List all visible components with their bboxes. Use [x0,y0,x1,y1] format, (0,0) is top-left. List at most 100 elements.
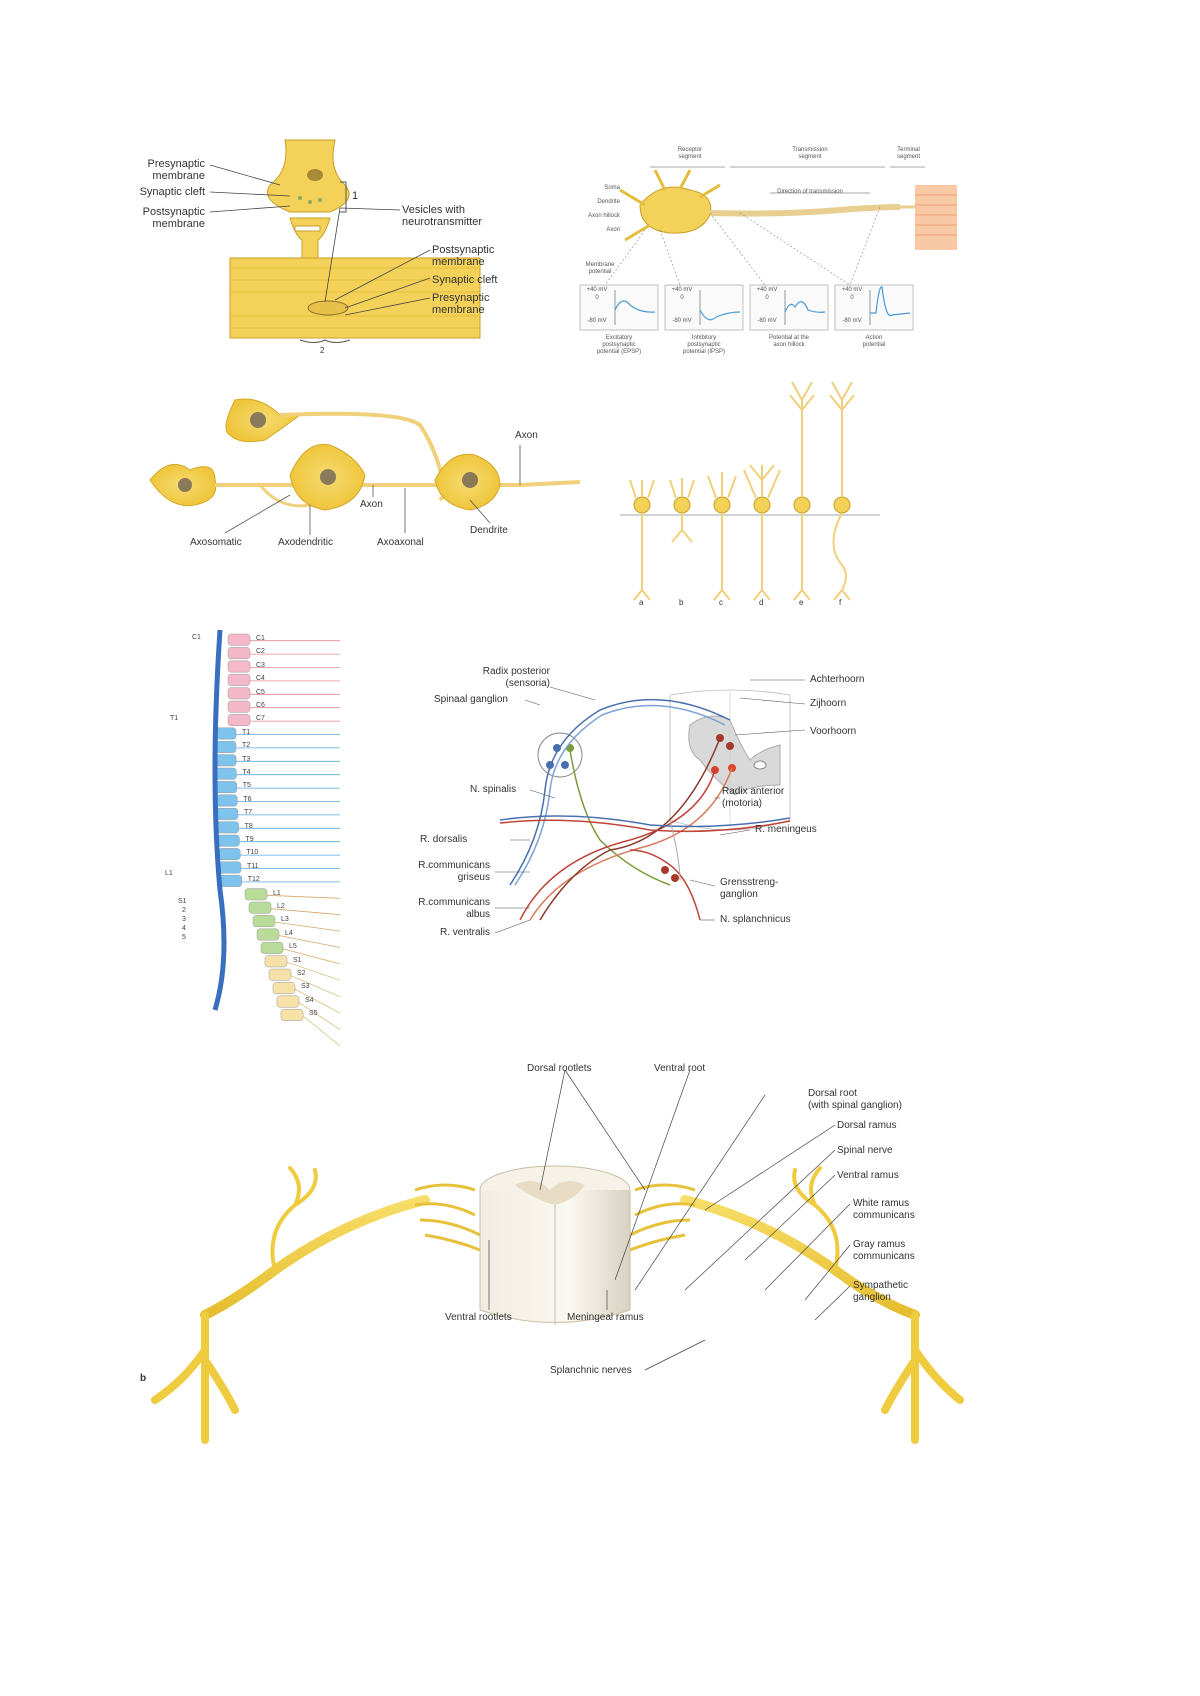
plot-1-zero: 0 [595,295,599,301]
vertebra-c4 [227,673,251,686]
label-dorsal-root: Dorsal root (with spinal ganglion) [808,1088,902,1111]
vertebra-l2 [248,901,272,914]
spinal-cord-line [212,629,227,1011]
segment-terminal: Terminal segment [896,147,920,160]
cross-section-illustration [494,679,806,934]
part-axon-hillock: Axon hillock [587,213,620,219]
nerve-line-l1 [266,894,341,899]
plot-3-top: +40 mV [756,287,778,293]
label-axoaxonal: Axoaxonal [377,537,424,548]
vertebra-c1 [227,633,251,646]
label-r-ventralis: R. ventralis [439,927,490,938]
letter-d: d [759,598,764,607]
segment-transmission: Transmission segment [792,147,828,160]
nerve-line-s1 [286,961,341,981]
label-synaptic-cleft-top: Synaptic cleft [139,186,205,198]
label-spinaal-ganglion: Spinaal ganglion [434,694,508,705]
cross-section-panel: Radix posterior (sensoria) Spinaal gangl… [418,666,970,1000]
spine-level-s4: S4 [305,996,314,1004]
spine-level-l4: L4 [285,929,293,937]
spine-left-t1: T1 [170,715,179,722]
part-soma: Soma [604,185,620,191]
spine-level-t12: T12 [247,876,260,884]
vertebra-l4 [256,928,280,941]
spine-level-s1: S1 [293,956,302,964]
spine-level-t6: T6 [243,795,252,803]
plot-2-caption: Inhibitory postsynaptic potential (IPSP) [682,335,726,355]
vertebra-t11 [218,861,242,874]
label-n-splanchnicus: N. splanchnicus [720,914,791,925]
nerve-line-l3 [274,921,341,932]
plot-4-bottom: -80 mV [842,318,862,324]
label-axosomatic: Axosomatic [190,537,242,548]
vertebra-t12 [219,874,243,887]
label-splanchnic-nerves: Splanchnic nerves [550,1365,632,1376]
letter-c: c [719,598,723,607]
nerve-line-s2 [290,975,341,998]
plot-3-bottom: -80 mV [757,318,777,324]
vertebra-s3 [272,982,296,995]
spine-level-t4: T4 [242,769,251,776]
plot-epsp [579,284,659,331]
spine-level-c2: C2 [256,648,265,656]
vertebra-c2 [227,647,251,660]
neuron-c [707,472,737,601]
vertebra-l5 [260,941,284,954]
spine-level-t9: T9 [245,836,254,843]
spine-level-l5: L5 [289,943,297,951]
spine-level-c6: C6 [256,702,265,709]
vertebra-t5 [214,781,238,794]
label-ventral-ramus: Ventral ramus [837,1170,899,1181]
vertebra-c7 [227,714,251,727]
neuron-f [829,381,855,601]
label-axon-right: Axon [515,430,538,441]
plot-2-zero: 0 [680,295,684,301]
letter-a: a [639,598,644,607]
label-synaptic-cleft-bottom: Synaptic cleft [432,274,498,286]
spine-level-t3: T3 [242,755,251,763]
plot-2-bottom: -80 mV [672,318,692,324]
direction-label: Direction of transmission [777,189,843,195]
label-ventral-rootlets: Ventral rootlets [445,1312,512,1323]
neuron-a [629,479,655,601]
nerve-line-l2 [270,908,341,916]
label-r-communicans-albus: R.communicans albus [418,897,490,920]
plot-axon-hillock [749,284,829,331]
label-achterhoorn: Achterhoorn [810,674,865,685]
spine-level-c3: C3 [256,661,265,669]
vertebra-s4 [276,995,300,1008]
spine-left-5: 5 [182,934,186,941]
synapse-illustration [209,139,481,343]
plot-4-zero: 0 [850,295,854,301]
panel-letter-b: b [140,1373,147,1384]
nerve-line-s4 [298,1002,341,1030]
label-spinal-nerve: Spinal nerve [837,1145,893,1156]
vertebra-s5 [280,1008,304,1021]
letter-f: f [839,598,842,607]
spine-level-l3: L3 [281,916,289,924]
vertebra-l3 [252,915,276,928]
spine-level-s3: S3 [301,983,310,991]
nerve-line-s3 [294,988,341,1014]
spine-level-t2: T2 [242,742,251,750]
neuron-shapes-panel: a b c d e f [620,380,880,610]
spine-level-t5: T5 [242,782,251,790]
membrane-potential-label: Membrane potential [585,262,615,275]
plot-4-top: +40 mV [841,287,863,293]
plot-1-caption: Excitatory postsynaptic potential (EPSP) [596,335,642,355]
spinal-nerve-panel: Dorsal rootlets Ventral root Dorsal root… [140,1063,975,1444]
spine-left-4: 4 [182,925,186,932]
plot-3-caption: Potential at the axon hillock [768,335,810,348]
label-zijhoorn: Zijhoorn [810,698,847,709]
label-grensstreng: Grensstreng- ganglion [720,877,779,900]
spine-level-s2: S2 [297,970,306,977]
plot-1-top: +40 mV [586,287,608,293]
neuron-potential-illustration [579,166,957,331]
label-n-spinalis: N. spinalis [470,784,517,795]
neuron-potential-panel: Receptor segment Transmission segment Te… [579,145,960,360]
label-r-meningeus: R. meningeus [755,824,817,835]
label-dendrite: Dendrite [470,525,508,536]
muscle-block [915,185,957,250]
vertebra-s1 [264,955,288,968]
label-meningeal-ramus: Meningeal ramus [567,1312,644,1323]
